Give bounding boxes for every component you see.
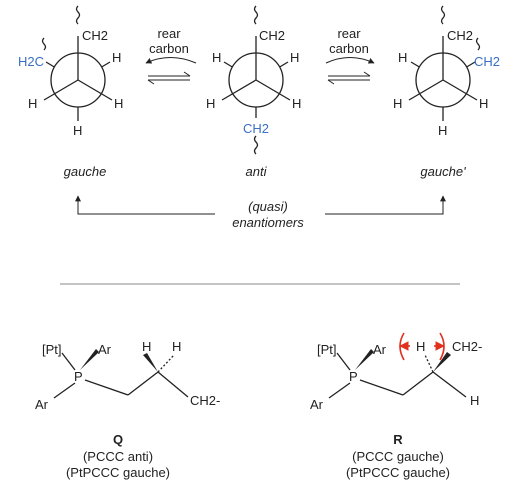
- atom-h: H: [290, 50, 299, 65]
- wedge-bond: [80, 349, 99, 370]
- hash-bond: [424, 354, 434, 373]
- wedge-bond: [355, 349, 374, 370]
- atom-ar-left: Ar: [35, 397, 49, 412]
- bracket-arrow-left: [75, 195, 215, 215]
- atom-h2c: H2C: [18, 54, 44, 69]
- hash-bond: [157, 354, 175, 373]
- atom-ch2: CH2: [259, 28, 285, 43]
- equilibrium-right: rear carbon: [325, 26, 375, 85]
- atom-p: P: [74, 369, 83, 384]
- atom-h: H: [398, 50, 407, 65]
- newman-gauche: CH2 H2C H H H H gauche: [18, 5, 123, 179]
- reverse-arrowhead: [147, 79, 155, 85]
- atom-ch2: CH2-: [190, 393, 220, 408]
- equilibrium-left: rear carbon: [145, 26, 197, 85]
- newman-gauche-prime: CH2 H CH2 H H H gauche': [393, 5, 500, 179]
- equilibrium-label-line1: rear: [337, 26, 361, 41]
- relation-line2: enantiomers: [232, 215, 304, 230]
- atom-ch2-blue: CH2: [243, 121, 269, 136]
- wedge-bond: [433, 352, 451, 372]
- p-ar-bond: [53, 382, 76, 399]
- front-bond: [442, 79, 478, 101]
- pt-p-bond: [336, 352, 351, 371]
- front-bond: [255, 79, 291, 101]
- pt-p-bond: [61, 352, 76, 371]
- equilibrium-label-line2: carbon: [149, 41, 189, 56]
- atom-h: H: [212, 50, 221, 65]
- atom-h: H: [73, 123, 82, 138]
- rotation-arrow: [325, 57, 375, 64]
- p-c-bond: [359, 379, 404, 396]
- desc-r-1: (PCCC gauche): [352, 449, 444, 464]
- wavy-bond: [440, 5, 446, 25]
- enantiomer-relation: (quasi) enantiomers: [75, 195, 446, 230]
- newman-anti: CH2 H H H H CH2 anti: [206, 5, 301, 179]
- forward-arrowhead: [363, 71, 371, 77]
- atom-ar-left: Ar: [310, 397, 324, 412]
- caption-gauche-prime: gauche': [420, 164, 466, 179]
- c-c-bond: [127, 371, 159, 396]
- p-c-bond: [84, 379, 129, 396]
- atom-h: H: [479, 96, 488, 111]
- bracket-arrow-right: [325, 195, 446, 215]
- atom-ch2: CH2: [82, 28, 108, 43]
- atom-h: H: [206, 96, 215, 111]
- atom-h: H: [112, 50, 121, 65]
- forward-arrowhead: [183, 71, 191, 77]
- c-c-bond: [402, 371, 434, 396]
- desc-q-1: (PCCC anti): [83, 449, 153, 464]
- atom-h: H: [172, 339, 181, 354]
- atom-pt: [Pt]: [42, 342, 62, 357]
- p-ar-bond: [328, 382, 351, 399]
- wedge-bond: [143, 353, 158, 372]
- label-q: Q: [113, 432, 123, 447]
- caption-gauche: gauche: [64, 164, 107, 179]
- atom-ch2: CH2-: [452, 339, 482, 354]
- structure-q: [Pt] Ar P Ar H H CH2- Q (PCCC anti) (PtP…: [35, 339, 220, 480]
- equilibrium-label-line1: rear: [157, 26, 181, 41]
- label-r: R: [393, 432, 403, 447]
- atom-ch2-blue: CH2: [474, 54, 500, 69]
- front-bond: [408, 79, 444, 101]
- c-h-bond: [432, 371, 467, 398]
- atom-h: H: [28, 96, 37, 111]
- rotation-arrow: [145, 57, 197, 64]
- atom-h: H: [292, 96, 301, 111]
- atom-ar-top: Ar: [98, 342, 112, 357]
- atom-h: H: [438, 123, 447, 138]
- atom-p: P: [349, 369, 358, 384]
- atom-h: H: [393, 96, 402, 111]
- relation-line1: (quasi): [248, 199, 288, 214]
- atom-h: H: [142, 339, 151, 354]
- equilibrium-label-line2: carbon: [329, 41, 369, 56]
- front-bond: [43, 79, 79, 101]
- caption-anti: anti: [246, 164, 268, 179]
- structure-r: [Pt] Ar P Ar H CH2- H R (PCCC gauche) (P…: [310, 332, 482, 480]
- atom-pt: [Pt]: [317, 342, 337, 357]
- desc-r-2: (PtPCCC gauche): [346, 465, 450, 480]
- atom-ar-top: Ar: [373, 342, 387, 357]
- wavy-bond: [75, 5, 81, 25]
- c-ch2-bond: [157, 371, 189, 398]
- atom-h: H: [416, 339, 425, 354]
- wavy-bond: [41, 37, 47, 51]
- atom-h: H: [470, 393, 479, 408]
- atom-h: H: [114, 96, 123, 111]
- wavy-bond: [475, 37, 481, 51]
- wavy-bond: [253, 5, 259, 25]
- wavy-bond: [253, 135, 259, 155]
- atom-ch2: CH2: [447, 28, 473, 43]
- front-bond: [77, 79, 113, 101]
- reverse-arrowhead: [327, 79, 335, 85]
- front-bond: [221, 79, 257, 101]
- desc-q-2: (PtPCCC gauche): [66, 465, 170, 480]
